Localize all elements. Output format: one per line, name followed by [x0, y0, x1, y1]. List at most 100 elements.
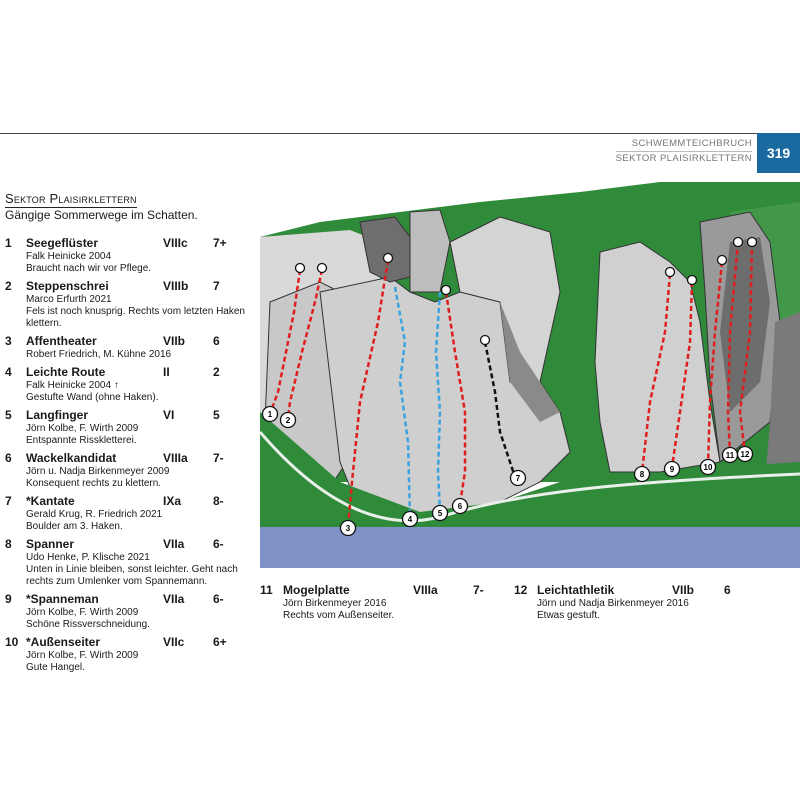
route-number: 12 [514, 583, 528, 597]
route-marker-label: 11 [726, 451, 735, 460]
route-marker-2: 2 [279, 411, 297, 429]
route-name: Leichte Route [26, 365, 106, 379]
route-grade-uiaa: 7+ [213, 236, 227, 250]
route-marker-10: 10 [699, 458, 717, 476]
route-grade: IXa [163, 494, 182, 508]
route-author: Jörn Birkenmeyer 2016 [283, 598, 387, 609]
route-marker-label: 4 [408, 515, 413, 524]
route-marker-label: 5 [438, 509, 443, 518]
route-grade-uiaa: 7- [213, 451, 224, 465]
route-line-12 [738, 241, 754, 455]
route-marker-label: 2 [286, 416, 291, 425]
route-author: Jörn u. Nadja Birkenmeyer 2009 [26, 466, 170, 477]
route-number: 3 [5, 334, 12, 348]
route-name: *Kantate [26, 494, 75, 508]
route-grade-uiaa: 6 [213, 334, 220, 348]
route-description: Gute Hangel. [26, 662, 85, 673]
route-description: Schöne Rissverschneidung. [26, 619, 150, 630]
rock-shadow-chimney [500, 302, 560, 422]
route-grade-uiaa: 8- [213, 494, 224, 508]
route-marker-label: 7 [516, 474, 521, 483]
route-author: Jörn Kolbe, F. Wirth 2009 [26, 607, 139, 618]
route-grade: VIIIb [163, 279, 189, 293]
route-grade: VIIb [672, 583, 695, 597]
route-grade-uiaa: 5 [213, 408, 220, 422]
route-description: Braucht nach wir vor Pflege. [26, 263, 152, 274]
route-grade-uiaa: 6+ [213, 635, 227, 649]
sector-subtitle: Gängige Sommerwege im Schatten. [5, 208, 198, 222]
route-line-7 [483, 341, 517, 478]
route-11: 11 Mogelplatte VIIIa 7- Jörn Birkenmeyer… [260, 583, 510, 622]
route-name: Leichtathletik [537, 583, 615, 597]
route-author: Udo Henke, P. Klische 2021 [26, 552, 150, 563]
route-marker-label: 10 [704, 463, 713, 472]
route-author: Jörn und Nadja Birkenmeyer 2016 [537, 598, 689, 609]
anchor-icons [294, 236, 758, 346]
route-marker-8: 8 [633, 465, 651, 483]
route-line-5 [434, 291, 442, 513]
route-grade: VIIIa [163, 451, 188, 465]
route-author: Jörn Kolbe, F. Wirth 2009 [26, 423, 139, 434]
route-marker-label: 6 [458, 502, 463, 511]
route-marker-7: 7 [509, 469, 527, 487]
route-marker-1: 1 [261, 405, 279, 423]
route-author: Robert Friedrich, M. Kühne 2016 [26, 349, 172, 360]
route-line-3 [346, 259, 390, 528]
rock-right-edge [765, 312, 800, 482]
rock-grey-face [720, 237, 770, 412]
running-header: SCHWEMMTEICHBRUCH SEKTOR PLAISIRKLETTERN [615, 137, 752, 166]
route-description: Konsequent rechts zu klettern. [26, 478, 162, 489]
route-grade-uiaa: 6- [213, 592, 224, 606]
route-marker-4: 4 [401, 510, 419, 528]
route-line-10 [706, 261, 724, 466]
route-line-2 [286, 269, 324, 419]
route-name: Affentheater [26, 334, 97, 348]
route-description: Fels ist noch knusprig. Rechts vom letzt… [26, 306, 245, 329]
route-8: 8 Spanner VIIa 6- Udo Henke, P. Klische 2021… [5, 537, 260, 588]
route-name: *Spanneman [26, 592, 99, 606]
route-author: Jörn Kolbe, F. Wirth 2009 [26, 650, 139, 661]
route-description: Boulder am 3. Haken. [26, 521, 123, 532]
route-grade: VIIa [163, 537, 185, 551]
route-marker-12: 12 [736, 445, 754, 463]
route-author: Gerald Krug, R. Friedrich 2021 [26, 509, 163, 520]
route-number: 7 [5, 494, 12, 508]
route-description: Etwas gestuft. [537, 610, 600, 621]
route-marker-6: 6 [451, 497, 469, 515]
route-marker-9: 9 [663, 460, 681, 478]
route-number: 8 [5, 537, 12, 551]
route-marker-5: 5 [431, 504, 449, 522]
route-number: 5 [5, 408, 12, 422]
route-marker-label: 12 [741, 450, 750, 459]
route-description: Entspannte Risskletterei. [26, 435, 137, 446]
route-line-4 [393, 286, 412, 518]
route-grade-uiaa: 6 [724, 583, 731, 597]
route-name: Wackelkandidat [26, 451, 117, 465]
route-number: 1 [5, 236, 12, 250]
route-description: Unten in Linie bleiben, sonst leichter. … [26, 564, 238, 587]
route-name: Mogelplatte [283, 583, 350, 597]
route-number: 6 [5, 451, 12, 465]
route-marker-3: 3 [339, 519, 357, 537]
route-line-1 [268, 269, 302, 415]
route-description: Gestufte Wand (ohne Haken). [26, 392, 159, 403]
route-6: 6 Wackelkandidat VIIIa 7- Jörn u. Nadja Birk… [5, 451, 260, 490]
route-line-6 [444, 291, 467, 505]
route-name: Steppenschrei [26, 279, 109, 293]
route-7: 7 *Kantate IXa 8- Gerald Krug, R. Friedrich … [5, 494, 260, 533]
route-grade: VIIa [163, 592, 185, 606]
route-name: Spanner [26, 537, 75, 551]
route-grade-uiaa: 6- [213, 537, 224, 551]
rock-right-group [594, 241, 721, 473]
route-marker-11: 11 [721, 446, 739, 464]
crag-name: SCHWEMMTEICHBRUCH [631, 138, 752, 149]
route-grade: VI [163, 408, 175, 422]
